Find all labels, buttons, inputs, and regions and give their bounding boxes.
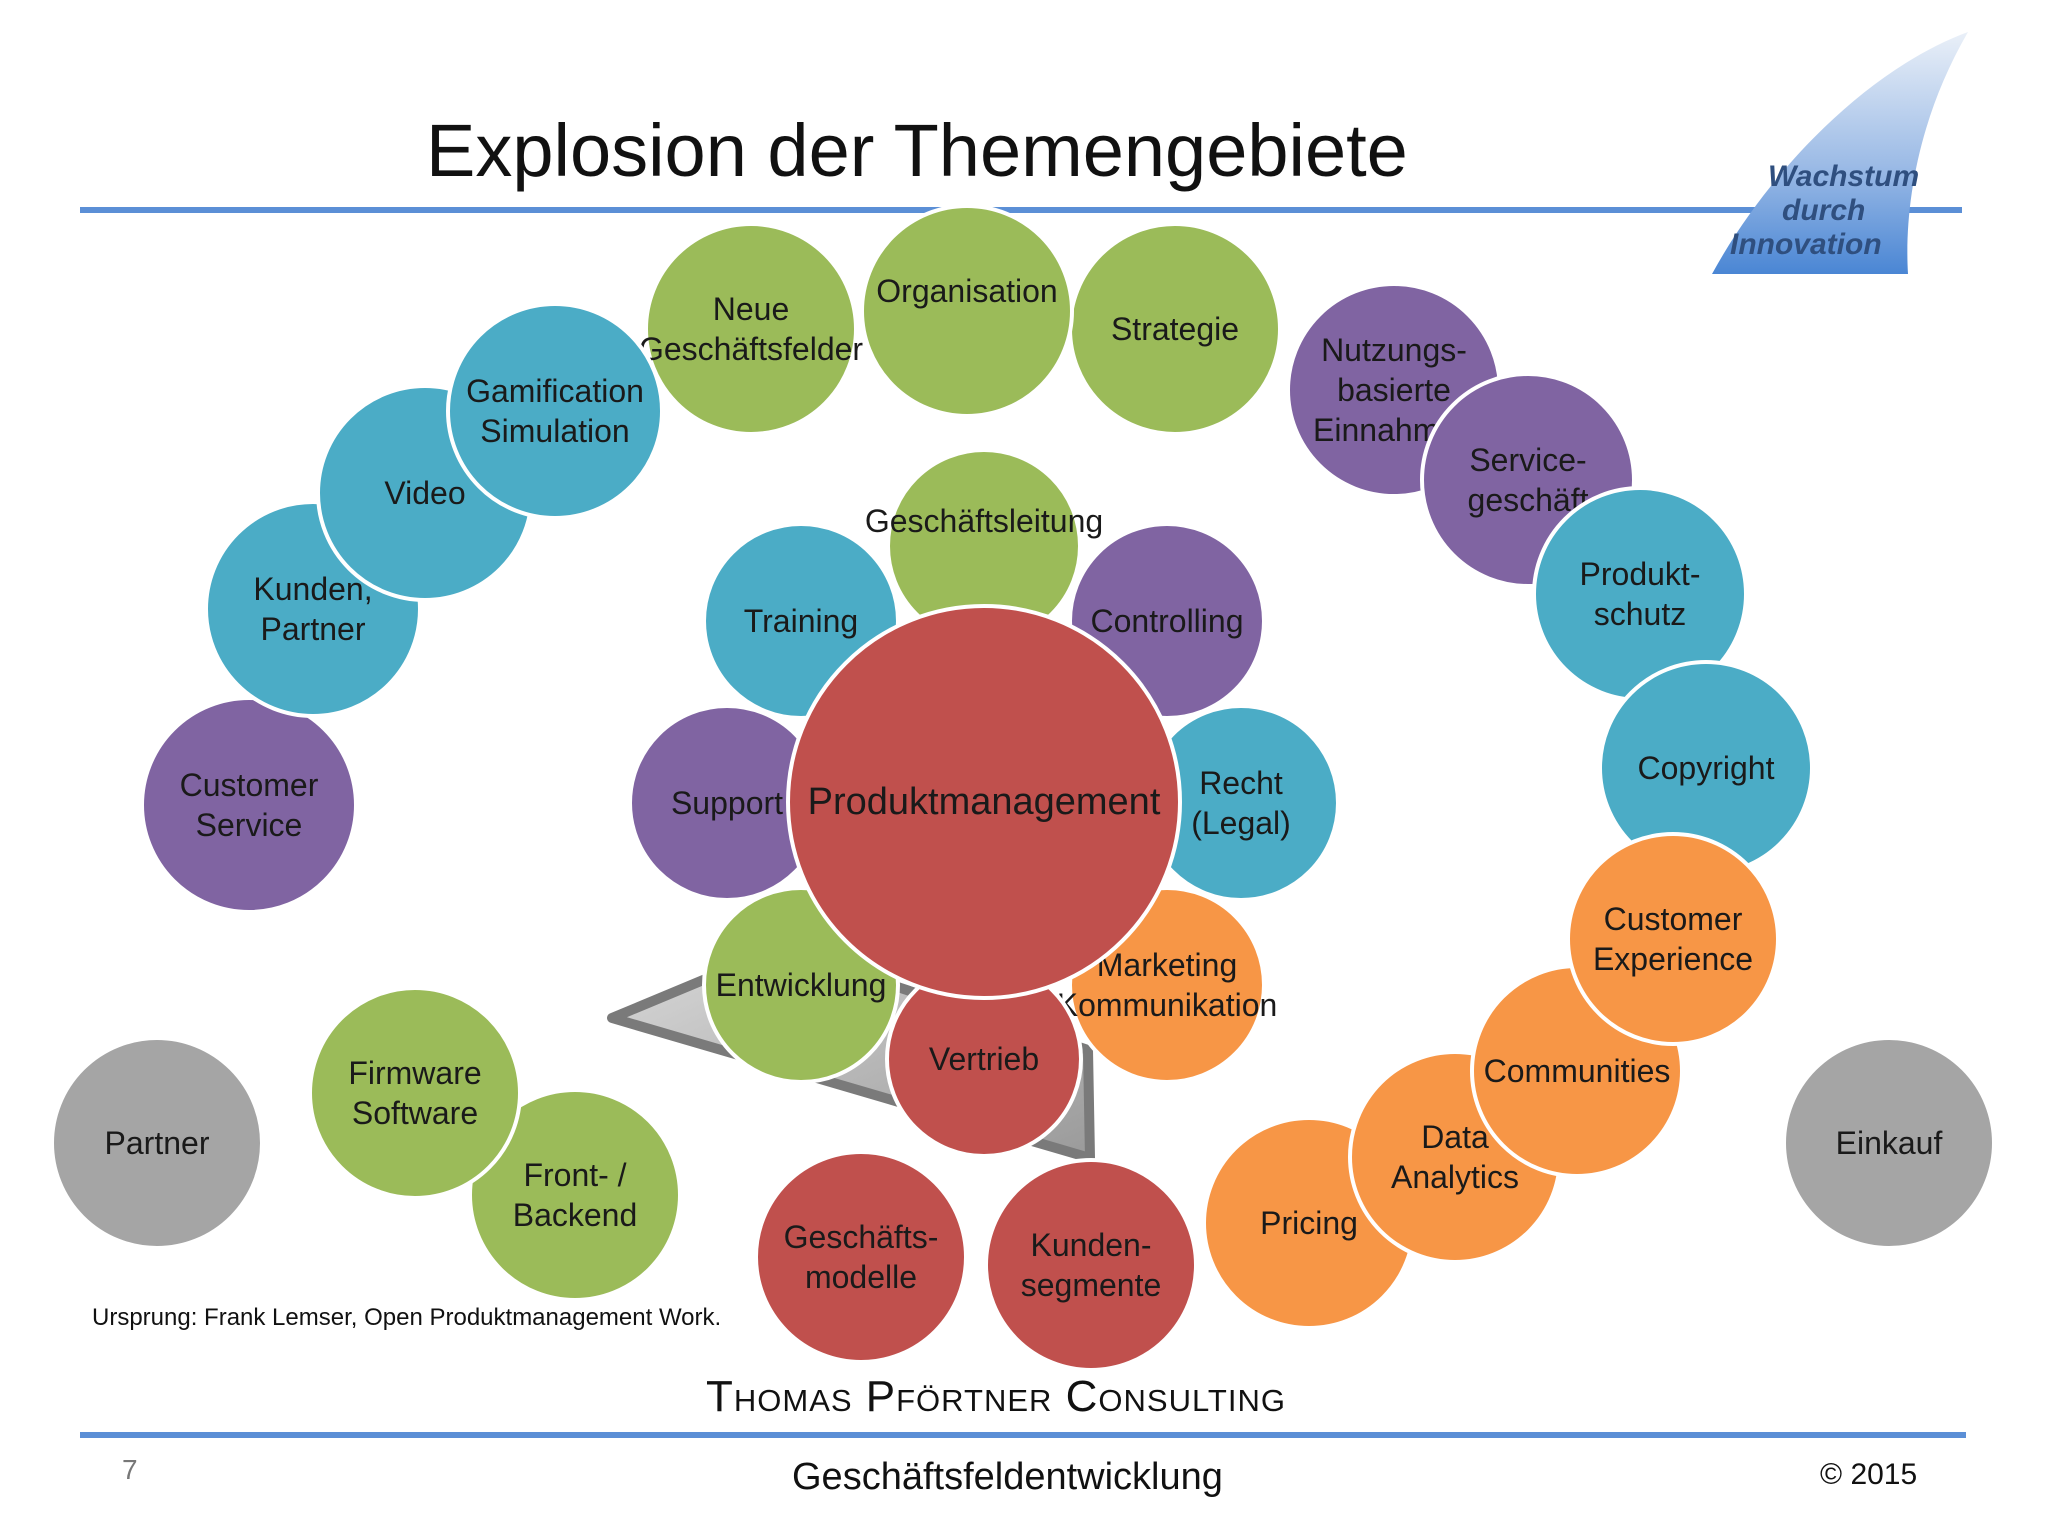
node-geschaeftsmodelle: Geschäfts- modelle: [754, 1150, 968, 1364]
node-produktmanagement: Produktmanagement: [786, 604, 1182, 1000]
node-strategie: Strategie: [1068, 222, 1282, 436]
page-number: 7: [122, 1454, 138, 1485]
footer-rule: [80, 1432, 1966, 1438]
company-name: Thomas Pförtner Consulting: [706, 1372, 1286, 1421]
slide-title: Explosion der Themengebiete: [426, 109, 1408, 192]
shark-fin-logo-icon: [1712, 32, 1968, 274]
node-kundensegmente: Kunden- segmente: [984, 1158, 1198, 1372]
node-partner: Partner: [50, 1036, 264, 1250]
footer-center-text: Geschäftsfeldentwicklung: [792, 1456, 1223, 1498]
logo-text-line-1: Wachstum: [1768, 160, 1920, 193]
node-gamification: Gamification Simulation: [446, 302, 664, 520]
logo-text-line-3: Innovation: [1730, 228, 1882, 261]
node-customer-experience: Customer Experience: [1566, 832, 1780, 1046]
node-organisation: Organisation: [860, 204, 1074, 418]
source-note: Ursprung: Frank Lemser, Open Produktmana…: [92, 1304, 722, 1331]
node-customer-service: Customer Service: [140, 696, 358, 914]
copyright-notice: © 2015: [1820, 1458, 1918, 1491]
node-firmware-software: Firmware Software: [308, 986, 522, 1200]
header-rule: [80, 207, 1962, 213]
logo-text-line-2: durch: [1782, 194, 1866, 227]
node-neue-geschaeftsfelder: Neue Geschäftsfelder: [639, 222, 863, 436]
node-einkauf: Einkauf: [1782, 1036, 1996, 1250]
